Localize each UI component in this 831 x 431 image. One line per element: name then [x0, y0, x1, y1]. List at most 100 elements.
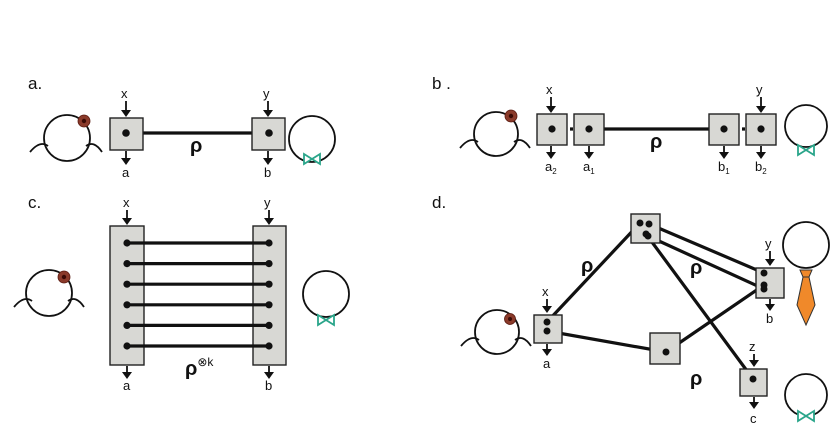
- wire-endpoint: [123, 301, 131, 309]
- alice-left-hair: [460, 337, 480, 347]
- wire-endpoint: [548, 125, 556, 133]
- output-b-label: b: [766, 311, 773, 326]
- alice-left-hair: [13, 298, 33, 308]
- arrow-head: [121, 110, 131, 117]
- input-x-label: x: [542, 284, 549, 299]
- input-y-label: y: [264, 195, 271, 210]
- output-b1-label: b1: [718, 159, 730, 176]
- output-a-label: a: [123, 378, 131, 393]
- arrow-head: [542, 349, 552, 356]
- person-with-flower-icon: [57, 270, 71, 284]
- wire-endpoint: [645, 220, 653, 228]
- measurement-box-a1: [573, 113, 605, 146]
- person-with-flower-icon: [504, 313, 516, 325]
- bob-head: [782, 221, 830, 269]
- arrow-head: [546, 152, 556, 159]
- wire-endpoint: [720, 125, 728, 133]
- wire-endpoint: [123, 280, 131, 288]
- arrow-head: [263, 110, 273, 117]
- measurement-box-left: [109, 225, 145, 366]
- alice-right-hair: [514, 337, 532, 347]
- wire-endpoint: [749, 375, 757, 383]
- arrow-head: [765, 304, 775, 311]
- alice-figure-b: [459, 109, 531, 157]
- arrow-head: [264, 372, 274, 379]
- panel-d-label: d.: [432, 193, 446, 212]
- panel-a-label: a.: [28, 74, 42, 93]
- charlie-head: [784, 373, 828, 417]
- measurement-box-source: [630, 213, 661, 244]
- wire-endpoint: [636, 219, 644, 227]
- output-b-label: b: [265, 378, 272, 393]
- alice-left-hair: [29, 143, 49, 153]
- bob-figure-b: [784, 104, 828, 157]
- wire-endpoint: [265, 239, 273, 247]
- input-y-label: y: [756, 82, 763, 97]
- output-b2-label: b2: [755, 159, 767, 176]
- alice-left-hair: [459, 139, 479, 149]
- wire-endpoint: [265, 280, 273, 288]
- state-rho-label: ρ: [581, 255, 593, 277]
- input-y-label: y: [263, 86, 270, 101]
- wire-endpoint: [123, 239, 131, 247]
- state-rho-label: ρ: [690, 368, 702, 390]
- output-a1-label: a1: [583, 159, 595, 176]
- measurement-box-charlie: [739, 368, 768, 397]
- alice-head: [43, 114, 91, 162]
- input-x-label: x: [121, 86, 128, 101]
- measurement-box-bob: [755, 267, 785, 299]
- charlie-figure-d: [784, 373, 828, 423]
- output-b-label: b: [264, 165, 271, 180]
- entanglement-wire-4: [646, 234, 766, 291]
- wire-endpoint: [265, 260, 273, 268]
- wire-endpoint: [644, 232, 652, 240]
- arrow-head: [749, 402, 759, 409]
- panel-d: d. ρ ρ ρ x a y: [432, 193, 830, 426]
- measurement-box-middle: [649, 332, 681, 365]
- wire-endpoint: [543, 327, 551, 335]
- state-rho-label: ρ: [690, 257, 702, 279]
- wire-endpoint: [265, 321, 273, 329]
- wire-endpoint: [760, 285, 768, 293]
- wire-endpoint: [122, 129, 130, 137]
- arrow-head: [756, 152, 766, 159]
- arrow-head: [719, 152, 729, 159]
- alice-right-hair: [513, 139, 531, 149]
- wire-endpoint: [757, 125, 765, 133]
- input-z-label: z: [749, 339, 756, 354]
- state-rho-label: ρ: [650, 131, 662, 153]
- wire-endpoint: [543, 318, 551, 326]
- entanglement-wire-2: [545, 329, 668, 354]
- alice-figure-d: [460, 309, 532, 355]
- wire-endpoint: [585, 125, 593, 133]
- wire-endpoint: [265, 342, 273, 350]
- bob-head: [302, 270, 350, 318]
- panel-b: b . ρ x y a2 a1: [432, 74, 828, 176]
- output-a-label: a: [122, 165, 130, 180]
- person-with-bowtie-icon: [303, 152, 321, 166]
- input-x-label: x: [123, 195, 130, 210]
- panel-c: c. ρ⊗k x y a b: [13, 193, 350, 393]
- person-with-bowtie-icon: [797, 409, 815, 423]
- person-with-bowtie-icon: [317, 313, 335, 327]
- arrow-head: [542, 306, 552, 313]
- alice-figure-a: [29, 114, 103, 162]
- wire-endpoint: [265, 301, 273, 309]
- arrow-head: [749, 360, 759, 367]
- person-with-bowtie-icon: [797, 143, 815, 157]
- wire-endpoint: [265, 129, 273, 137]
- alice-figure-c: [13, 269, 85, 317]
- entanglement-wire-1: [545, 221, 642, 324]
- arrow-head: [122, 372, 132, 379]
- arrow-head: [756, 106, 766, 113]
- entanglement-wire-6: [664, 283, 766, 354]
- panel-b-label: b .: [432, 74, 451, 93]
- person-with-flower-icon: [77, 114, 91, 128]
- output-a2-label: a2: [545, 159, 557, 176]
- wire-bundle: [123, 239, 273, 350]
- state-rho-label: ρ⊗k: [185, 355, 214, 380]
- arrow-head: [765, 259, 775, 266]
- arrow-head: [584, 152, 594, 159]
- measurement-box-right: [252, 225, 287, 366]
